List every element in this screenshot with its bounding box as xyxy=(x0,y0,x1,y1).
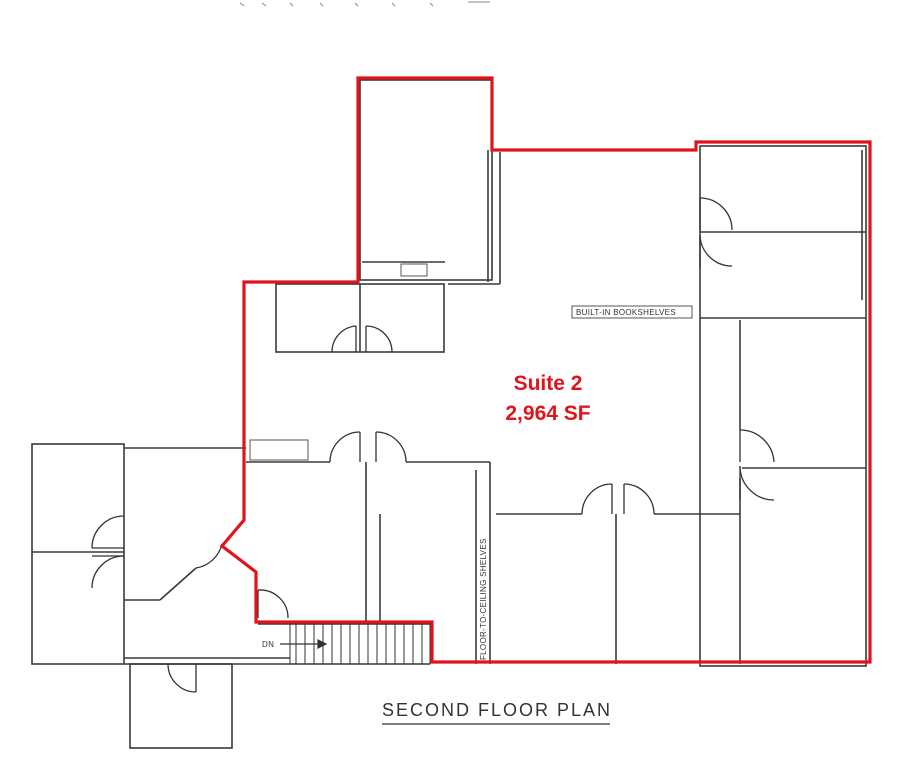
suite-outline xyxy=(219,76,872,664)
stairs xyxy=(289,623,431,665)
bookshelves-label: BUILT-IN BOOKSHELVES xyxy=(576,308,676,317)
suite-name: Suite 2 xyxy=(514,372,583,395)
plan-title: SECOND FLOOR PLAN xyxy=(382,700,612,720)
stair-direction-label: DN xyxy=(262,640,274,649)
scan-marks xyxy=(239,1,490,7)
stair-arrow-icon xyxy=(280,639,328,649)
walls xyxy=(31,79,867,749)
suite-area: 2,964 SF xyxy=(505,402,590,425)
shelves-label: FLOOR-TO-CEILING SHELVES xyxy=(479,538,488,660)
bookshelves-box xyxy=(571,305,693,319)
doors xyxy=(91,197,775,693)
